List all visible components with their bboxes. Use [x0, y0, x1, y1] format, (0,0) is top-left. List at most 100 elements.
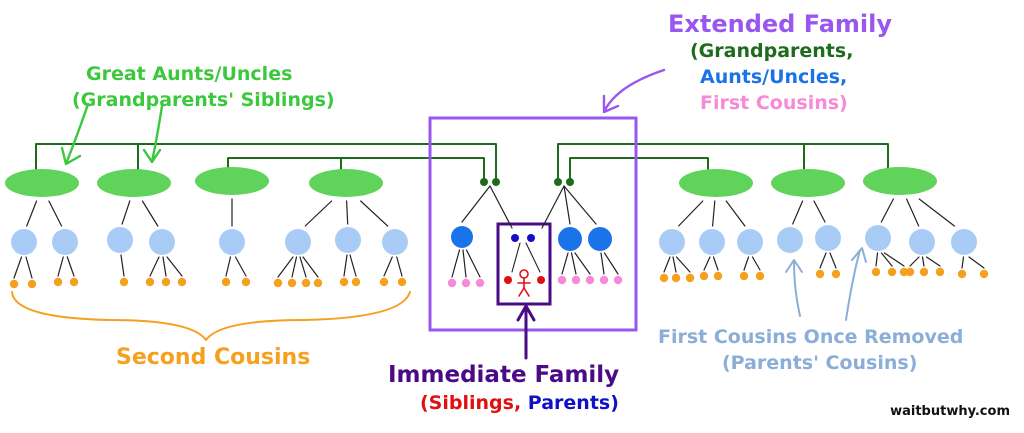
extended-family-box	[428, 116, 638, 332]
branch-line	[792, 200, 804, 225]
second-cousin-dot	[9, 279, 19, 289]
parent-cousin-circle	[737, 229, 763, 255]
branch-line	[396, 256, 403, 277]
second-cousin-dot	[313, 278, 323, 288]
branch-line	[677, 200, 704, 227]
first-cousin-dot	[461, 278, 471, 288]
branch-line	[725, 200, 746, 227]
you-figure-legs	[518, 287, 530, 297]
immediate-family-box	[496, 222, 552, 306]
second-cousin-dot	[27, 279, 37, 289]
second-cousin-dot	[899, 267, 909, 277]
branch-line	[48, 200, 63, 227]
branch-line	[743, 256, 750, 271]
extended-grandparents-label: (Grandparents,	[690, 40, 854, 62]
arrow-immediate-family	[516, 304, 536, 360]
second-cousins-brace	[11, 291, 411, 341]
branch-line	[525, 242, 541, 273]
branch-line	[663, 256, 671, 273]
great-aunt-uncle-blob	[97, 169, 171, 197]
parent-cousin-circle	[699, 229, 725, 255]
branch-line	[360, 200, 389, 227]
branch-line	[961, 256, 965, 269]
second-cousin-dot	[659, 273, 669, 283]
branch-line	[465, 249, 481, 278]
second-cousin-dot	[119, 277, 129, 287]
parent-cousin-circle	[52, 229, 78, 255]
arrow-great-aunts-right	[142, 104, 164, 164]
connector-line	[227, 157, 485, 181]
second-cousin-dot	[351, 277, 361, 287]
parent-cousin-circle	[909, 229, 935, 255]
parent-cousin-circle	[11, 229, 37, 255]
immediate-family-label: Immediate Family	[388, 362, 620, 388]
connector-line	[35, 143, 497, 181]
branch-line	[121, 200, 131, 225]
siblings-label: (Siblings,	[420, 392, 522, 414]
parent-cousin-circle	[951, 229, 977, 255]
branch-line	[829, 252, 837, 269]
second-cousin-dot	[685, 273, 695, 283]
branch-line	[968, 256, 985, 269]
parent-cousin-circle	[219, 229, 245, 255]
branch-line	[563, 185, 571, 225]
second-cousin-dot	[919, 267, 929, 277]
extended-family-title: Extended Family	[668, 10, 892, 38]
branch-line	[875, 252, 879, 267]
branch-line	[703, 256, 711, 271]
second-cousin-dot	[145, 277, 155, 287]
arrow-once-removed-left	[785, 259, 803, 317]
branch-line	[299, 256, 307, 278]
branch-line	[819, 252, 827, 269]
branch-line	[489, 185, 513, 229]
first-cousin-dot	[613, 275, 623, 285]
branch-line	[675, 256, 691, 273]
branch-line	[346, 200, 349, 225]
second-cousin-dot	[339, 277, 349, 287]
parent-cousin-circle	[659, 229, 685, 255]
parents-label: Parents)	[527, 392, 619, 414]
branch-line	[162, 256, 167, 277]
branch-line	[120, 254, 125, 277]
you-figure-head	[519, 269, 529, 279]
second-cousin-dot	[887, 267, 897, 277]
branch-line	[383, 256, 393, 277]
great-aunt-uncle-blob	[863, 167, 937, 195]
second-cousin-dot	[301, 278, 311, 288]
branch-line	[541, 185, 565, 229]
second-cousin-dot	[739, 271, 749, 281]
branch-line	[570, 252, 577, 275]
great-aunts-label-line2: (Grandparents' Siblings)	[72, 89, 335, 111]
branch-line	[563, 185, 597, 225]
second-cousin-dot	[755, 271, 765, 281]
second-cousin-dot	[871, 267, 881, 277]
branch-line	[813, 200, 826, 223]
great-aunt-uncle-blob	[771, 169, 845, 197]
once-removed-label-line2: (Parents' Cousins)	[722, 352, 918, 374]
second-cousin-dot	[397, 277, 407, 287]
branch-line	[461, 185, 491, 223]
branch-line	[561, 252, 569, 275]
aunt-uncle-circle	[558, 227, 582, 251]
branch-line	[600, 252, 605, 275]
branch-line	[905, 198, 920, 227]
branch-line	[166, 256, 183, 277]
second-cousin-dot	[287, 278, 297, 288]
second-cousin-dot	[379, 277, 389, 287]
branch-line	[672, 256, 677, 273]
second-cousin-dot	[957, 269, 967, 279]
branch-line	[13, 256, 23, 279]
branch-line	[304, 200, 333, 227]
first-cousin-dot	[557, 275, 567, 285]
grandparent-dot	[480, 178, 488, 186]
branch-line	[225, 256, 232, 277]
connector-line	[569, 157, 709, 181]
branch-line	[349, 254, 357, 277]
branch-line	[234, 256, 247, 277]
branch-line	[918, 198, 956, 227]
second-cousins-label: Second Cousins	[116, 345, 311, 370]
second-cousin-dot	[671, 273, 681, 283]
second-cousin-dot	[53, 277, 63, 287]
branch-line	[880, 198, 895, 223]
